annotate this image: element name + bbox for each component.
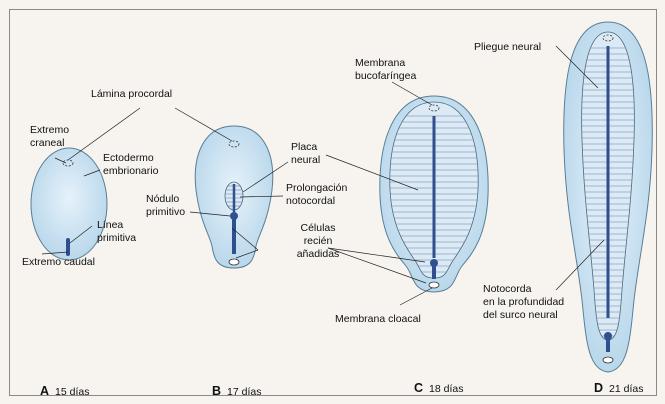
embryo-c bbox=[380, 96, 488, 292]
label-prolongacion-2: notocordal bbox=[286, 195, 335, 207]
stage-caption-c: C 18 días bbox=[414, 381, 463, 395]
stage-letter-c: C bbox=[414, 381, 423, 395]
stage-letter-b: B bbox=[212, 384, 221, 398]
label-extremo-caudal: Extremo caudal bbox=[22, 256, 95, 268]
embryo-d bbox=[564, 22, 653, 372]
stage-days-a: 15 días bbox=[55, 386, 89, 398]
stage-letter-d: D bbox=[594, 381, 603, 395]
label-linea-primitiva-1: Línea bbox=[97, 219, 123, 231]
label-linea-primitiva-2: primitiva bbox=[97, 232, 136, 244]
embryo-a bbox=[31, 148, 107, 260]
label-placa-neural-1: Placa bbox=[291, 141, 317, 153]
stage-caption-a: A 15 días bbox=[40, 384, 89, 398]
label-membrana-cloacal: Membrana cloacal bbox=[335, 313, 421, 325]
label-ectodermo-1: Ectodermo bbox=[103, 152, 154, 164]
stage-caption-d: D 21 días bbox=[594, 381, 643, 395]
label-prolongacion-1: Prolongación bbox=[286, 182, 347, 194]
label-celulas-3: añadidas bbox=[286, 248, 350, 260]
stage-letter-a: A bbox=[40, 384, 49, 398]
label-membrana-buco-2: bucofaríngea bbox=[355, 70, 416, 82]
label-nodulo-1: Nódulo bbox=[146, 193, 179, 205]
embryo-b bbox=[195, 126, 272, 268]
label-celulas-2: recién bbox=[286, 235, 350, 247]
stage-caption-b: B 17 días bbox=[212, 384, 261, 398]
stage-days-b: 17 días bbox=[227, 386, 261, 398]
label-pliegue-neural: Pliegue neural bbox=[474, 41, 541, 53]
label-extremo-craneal-2: craneal bbox=[30, 137, 64, 149]
label-extremo-craneal-1: Extremo bbox=[30, 124, 69, 136]
label-nodulo-2: primitivo bbox=[146, 206, 185, 218]
label-membrana-buco-1: Membrana bbox=[355, 57, 405, 69]
label-celulas-1: Células bbox=[286, 222, 350, 234]
label-lamina-procordal: Lámina procordal bbox=[91, 88, 172, 100]
label-notocorda-2: en la profundidad bbox=[483, 296, 564, 308]
label-notocorda-1: Notocorda bbox=[483, 283, 531, 295]
label-ectodermo-2: embrionario bbox=[103, 165, 158, 177]
stage-days-d: 21 días bbox=[609, 383, 643, 395]
label-notocorda-3: del surco neural bbox=[483, 309, 558, 321]
stage-days-c: 18 días bbox=[429, 383, 463, 395]
label-placa-neural-2: neural bbox=[291, 154, 320, 166]
